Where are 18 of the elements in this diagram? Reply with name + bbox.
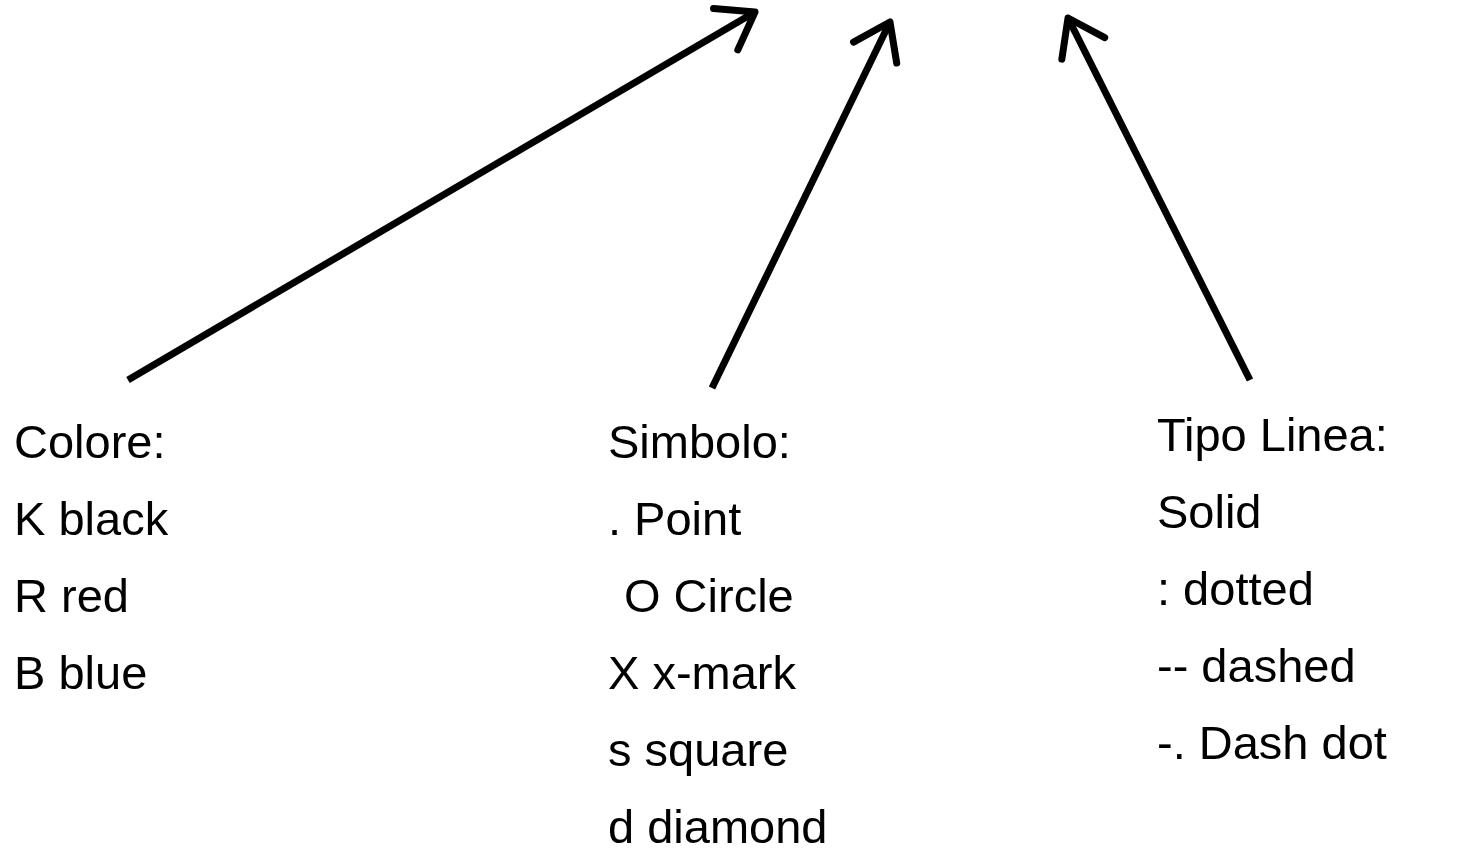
list-item-text: K black [14, 491, 169, 547]
list-item-text: B blue [14, 645, 148, 701]
list-item-text: -. Dash dot [1157, 715, 1387, 771]
list-item-text: -- dashed [1157, 638, 1356, 694]
list-item-text: s square [608, 722, 789, 778]
list-item-text: : dotted [1157, 561, 1314, 617]
list-item-text: X x-mark [608, 645, 796, 701]
arrow [126, 5, 759, 383]
heading-text: Simbolo: [608, 414, 791, 470]
arrow [708, 18, 901, 390]
list-item-text: Solid [1157, 484, 1262, 540]
arrow [1058, 14, 1254, 382]
list-item-text: . Point [608, 491, 742, 547]
list-item-text: O Circle [624, 568, 794, 624]
heading-text: Colore: [14, 414, 166, 470]
list-item-text: d diamond [608, 799, 828, 852]
list-item-text: R red [14, 568, 129, 624]
heading-text: Tipo Linea: [1157, 407, 1388, 463]
